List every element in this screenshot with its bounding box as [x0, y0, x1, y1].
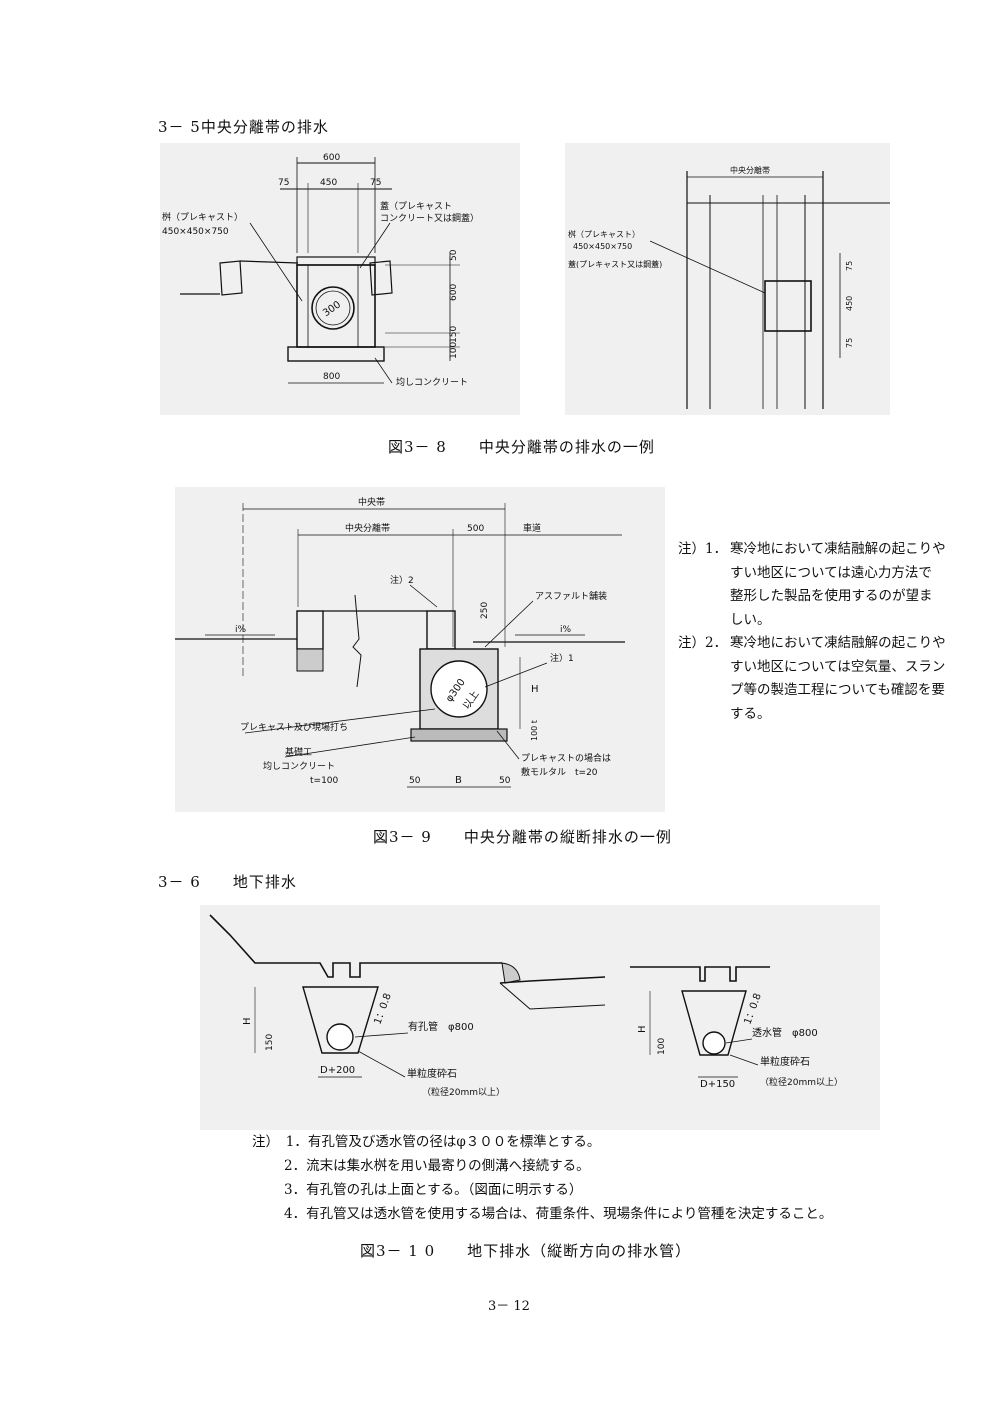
- label-pipe-right: 透水管 φ800: [752, 1026, 818, 1039]
- label-asphalt: アスファルト舗装: [535, 590, 607, 602]
- note10-2: 2．流末は集水桝を用い最寄りの側溝へ接続する。: [284, 1158, 590, 1174]
- dim-75b: 75: [370, 178, 381, 188]
- label-i-right: i%: [560, 625, 572, 635]
- note-1-line-3: 整形した製品を使用するのが望ま: [730, 588, 933, 604]
- label-t100: t=100: [310, 776, 339, 786]
- label-precast-case: プレキャストの場合は: [521, 752, 611, 764]
- label-stone-right: 単粒度砕石: [760, 1055, 810, 1068]
- label-250: 250: [480, 602, 490, 619]
- label-chuotai: 中央帯: [358, 496, 385, 508]
- label-chuo-bunritai: 中央分離帯: [730, 165, 770, 175]
- label-masu-r: 桝（プレキャスト）: [568, 229, 640, 239]
- note-2-line-3: プ等の製造工程についても確認を要: [730, 682, 945, 698]
- label-bunritai: 中央分離帯: [345, 522, 390, 534]
- label-500: 500: [467, 524, 484, 534]
- figure-3-8-left: 600 75 450 75 桝（プレキャスト） 450×450×750 蓋（プレ…: [160, 143, 520, 415]
- label-H-left: H: [242, 1017, 253, 1025]
- caption-fig-3-10: 図3－ 1 0 地下排水（縦断方向の排水管）: [360, 1242, 692, 1260]
- label-futa-2: コンクリート又は鋼蓋）: [380, 212, 479, 224]
- note10-4: 4．有孔管又は透水管を使用する場合は、荷重条件、現場条件により管種を決定すること…: [284, 1206, 833, 1222]
- label-stone2-right: （粒径20mm以上）: [760, 1076, 843, 1088]
- label-i-left: i%: [235, 625, 247, 635]
- label-hitoshi-9: 均しコンクリート: [263, 760, 335, 772]
- note-2-line-2: すい地区については空気量、スラン: [730, 658, 946, 675]
- label-100: 100: [657, 1038, 667, 1055]
- note10-3: 3．有孔管の孔は上面とする。（図面に明示する）: [284, 1182, 583, 1198]
- label-B: B: [455, 775, 462, 786]
- dim-100: 100: [449, 342, 459, 359]
- notes-fig-3-10: 注） 1．有孔管及び透水管の径はφ３００を標準とする。 2．流末は集水桝を用い最…: [252, 1130, 832, 1226]
- section-heading-3-5: 3－ 5中央分離帯の排水: [158, 118, 329, 136]
- dim-75b-r: 75: [845, 338, 854, 348]
- label-shiki: 敷モルタル t=20: [521, 766, 598, 778]
- dim-450: 450: [320, 178, 337, 188]
- dim-600: 600: [323, 153, 340, 163]
- dim-600v: 600: [449, 284, 459, 301]
- label-chu2: 注）2: [390, 574, 414, 586]
- note-1-line-4: しい。: [730, 611, 771, 628]
- label-size-r: 450×450×750: [573, 242, 632, 251]
- figure-3-10: H 150 1：0.8 有孔管 φ800 D+200 単粒度砕石 （粒径20mm…: [200, 905, 880, 1130]
- note-2-label: 注）2．: [678, 635, 728, 651]
- label-pipe-left: 有孔管 φ800: [408, 1020, 474, 1033]
- note-2: 注）2． 寒冷地において凍結融解の起こりや すい地区については空気量、スラン プ…: [678, 632, 958, 726]
- dim-50: 50: [449, 249, 459, 261]
- label-H: H: [531, 684, 539, 695]
- dim-800: 800: [323, 372, 340, 382]
- section-heading-3-6: 3－ 6 地下排水: [158, 873, 297, 891]
- label-futa-1: 蓋（プレキャスト: [380, 200, 452, 212]
- page-number: 3－ 12: [488, 1299, 530, 1314]
- note-2-line-1: 寒冷地において凍結融解の起こりや: [730, 635, 946, 651]
- note10-1: 注） 1．有孔管及び透水管の径はφ３００を標準とする。: [252, 1134, 601, 1150]
- caption-fig-3-8: 図3－ 8 中央分離帯の排水の一例: [388, 438, 655, 456]
- label-chu1: 注）1: [550, 652, 574, 664]
- label-futa-r: 蓋(プレキャスト又は鋼蓋): [568, 259, 662, 269]
- dim-75a: 75: [278, 178, 289, 188]
- dim-150: 150: [449, 326, 459, 343]
- note-1-label: 注）1．: [678, 541, 728, 557]
- figure-3-9: 中央帯 中央分離帯 500 車道 注）2 250 アスファルト舗装 i% i% …: [175, 487, 665, 812]
- label-50a: 50: [409, 776, 421, 786]
- dim-450-r: 450: [845, 296, 854, 311]
- label-150: 150: [265, 1034, 275, 1051]
- label-H-right: H: [637, 1025, 648, 1033]
- note-1: 注）1． 寒冷地において凍結融解の起こりや すい地区については遠心力方法で 整形…: [678, 538, 958, 632]
- label-stone2-left: （粒径20mm以上）: [422, 1086, 505, 1098]
- label-masu-size: 450×450×750: [162, 227, 229, 237]
- label-50b: 50: [499, 776, 511, 786]
- label-masu: 桝（プレキャスト）: [162, 211, 243, 223]
- label-hitoshi: 均しコンクリート: [396, 376, 468, 388]
- label-100t: 100 t: [530, 720, 539, 741]
- dim-75a-r: 75: [845, 261, 854, 271]
- note-1-line-2: すい地区については遠心力方法で: [730, 564, 932, 581]
- caption-fig-3-9: 図3－ 9 中央分離帯の縦断排水の一例: [373, 828, 672, 846]
- label-width-right: D+150: [700, 1079, 735, 1090]
- notes-fig-3-9: 注）1． 寒冷地において凍結融解の起こりや すい地区については遠心力方法で 整形…: [678, 538, 958, 726]
- figure-3-8-right: 中央分離帯 桝（プレキャスト） 450×450×750 蓋(プレキャスト又は鋼蓋…: [565, 143, 890, 415]
- label-shado: 車道: [523, 522, 541, 534]
- label-stone-left: 単粒度砕石: [407, 1067, 457, 1080]
- note-1-line-1: 寒冷地において凍結融解の起こりや: [730, 541, 946, 557]
- label-width-left: D+200: [320, 1065, 355, 1076]
- label-kiso: 基礎工: [285, 746, 312, 758]
- note-2-line-4: する。: [730, 705, 771, 722]
